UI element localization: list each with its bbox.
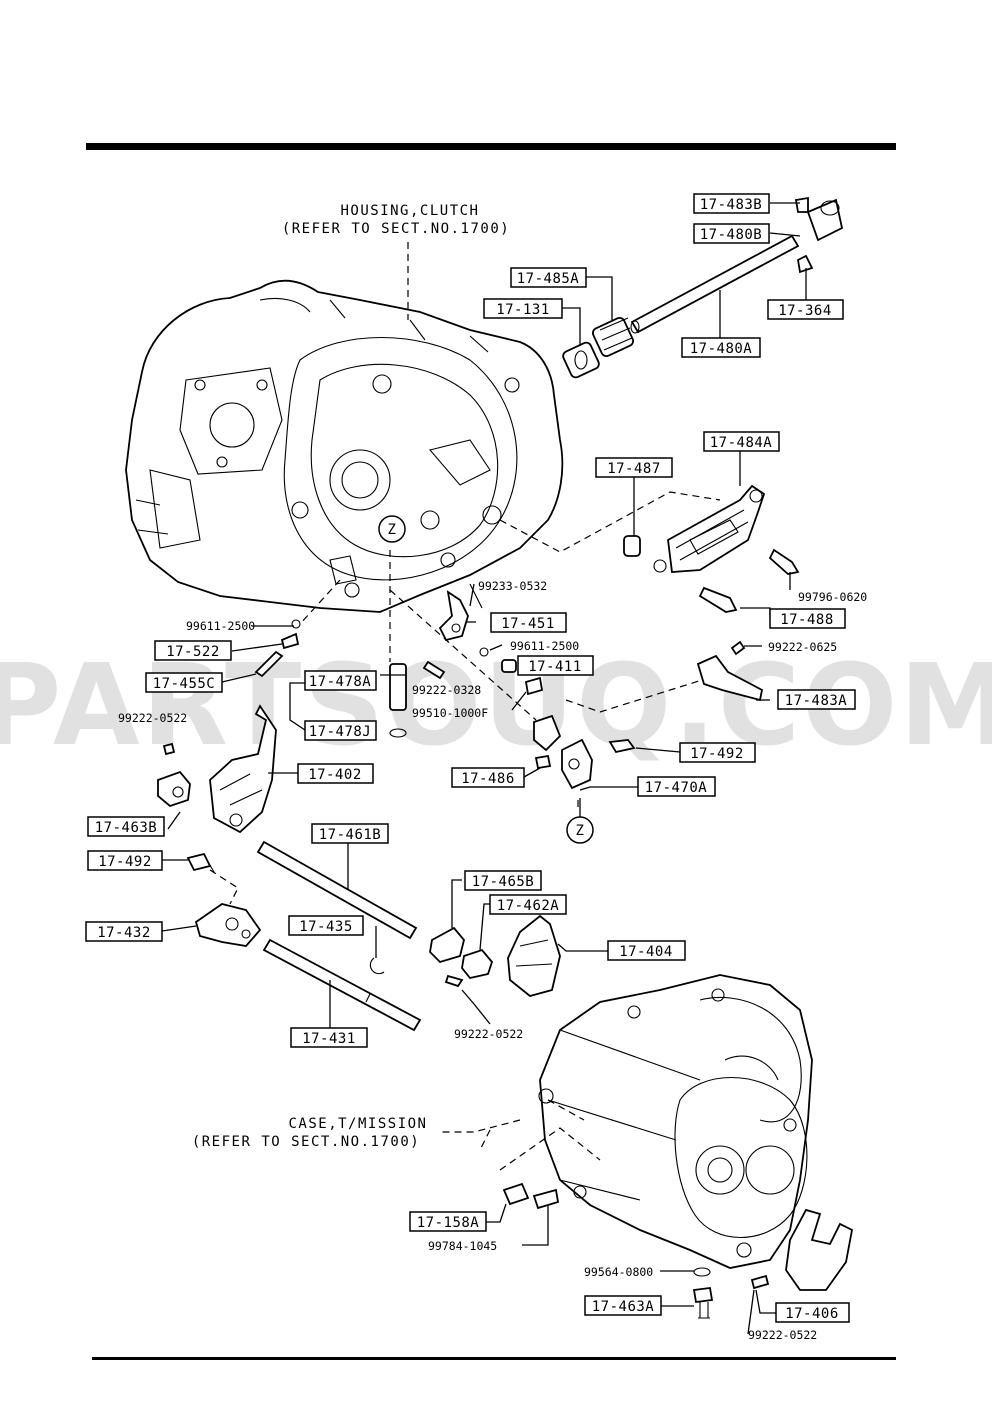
svg-text:17-492: 17-492 bbox=[690, 746, 744, 762]
svg-text:17-484A: 17-484A bbox=[710, 435, 773, 451]
shift-forks-drawing bbox=[157, 704, 854, 1319]
part-label-17-451[interactable]: 17-451 bbox=[490, 612, 567, 633]
part-label-17-465B[interactable]: 17-465B bbox=[464, 870, 542, 891]
part-label-17-470A[interactable]: 17-470A bbox=[637, 776, 716, 797]
part-label-17-411[interactable]: 17-411 bbox=[517, 655, 594, 676]
part-label-17-478J[interactable]: 17-478J bbox=[304, 720, 377, 741]
top-rule bbox=[86, 143, 896, 150]
alignment-lines bbox=[209, 242, 721, 1171]
svg-text:17-406: 17-406 bbox=[785, 1306, 839, 1322]
part-label-17-483B[interactable]: 17-483B bbox=[693, 193, 770, 214]
svg-text:17-486: 17-486 bbox=[461, 771, 515, 787]
svg-text:Z: Z bbox=[388, 522, 397, 538]
reference-marker-upper: Z bbox=[378, 515, 406, 543]
part-label-17-522[interactable]: 17-522 bbox=[154, 640, 232, 661]
svg-text:17-431: 17-431 bbox=[302, 1031, 356, 1047]
svg-text:17-463A: 17-463A bbox=[592, 1299, 655, 1315]
case-transmission-caption: CASE,T/MISSION (REFER TO SECT.NO.1700) bbox=[192, 1116, 427, 1150]
svg-text:17-465B: 17-465B bbox=[472, 874, 535, 890]
svg-text:17-488: 17-488 bbox=[780, 612, 834, 628]
hardware-label-99233-0532[interactable]: 99233-0532 bbox=[478, 579, 547, 593]
svg-text:17-451: 17-451 bbox=[501, 616, 555, 632]
housing-caption-line2: (REFER TO SECT.NO.1700) bbox=[282, 221, 510, 237]
hardware-label-99611-2500-left[interactable]: 99611-2500 bbox=[186, 619, 255, 633]
part-label-17-404[interactable]: 17-404 bbox=[607, 940, 686, 961]
svg-text:17-522: 17-522 bbox=[166, 644, 220, 660]
interlock-plate-drawing bbox=[623, 484, 800, 613]
part-label-17-486[interactable]: 17-486 bbox=[451, 767, 525, 788]
svg-text:17-463B: 17-463B bbox=[95, 820, 158, 836]
part-label-17-406[interactable]: 17-406 bbox=[775, 1302, 850, 1323]
hardware-label-99222-0625[interactable]: 99222-0625 bbox=[768, 640, 837, 654]
svg-text:Z: Z bbox=[576, 823, 585, 839]
svg-text:17-435: 17-435 bbox=[299, 919, 353, 935]
small-parts-drawing bbox=[254, 583, 764, 790]
svg-text:17-483B: 17-483B bbox=[700, 197, 763, 213]
part-label-17-485A[interactable]: 17-485A bbox=[510, 267, 587, 288]
part-label-17-478A[interactable]: 17-478A bbox=[304, 670, 377, 691]
svg-text:17-461B: 17-461B bbox=[319, 827, 382, 843]
transmission-case-drawing bbox=[538, 974, 813, 1269]
housing-clutch-caption: HOUSING,CLUTCH (REFER TO SECT.NO.1700) bbox=[282, 203, 510, 237]
part-label-17-492-right[interactable]: 17-492 bbox=[679, 742, 756, 763]
part-label-17-131[interactable]: 17-131 bbox=[483, 298, 563, 319]
case-caption-line1: CASE,T/MISSION bbox=[288, 1116, 427, 1132]
part-label-17-158A[interactable]: 17-158A bbox=[409, 1211, 487, 1232]
part-label-17-432[interactable]: 17-432 bbox=[85, 921, 163, 942]
svg-text:17-402: 17-402 bbox=[308, 767, 362, 783]
clutch-housing-drawing bbox=[125, 279, 564, 613]
svg-text:17-411: 17-411 bbox=[528, 659, 582, 675]
svg-text:17-485A: 17-485A bbox=[517, 271, 580, 287]
hardware-label-99564-0800[interactable]: 99564-0800 bbox=[584, 1265, 653, 1279]
hardware-label-99510-1000F[interactable]: 99510-1000F bbox=[412, 706, 488, 720]
hardware-label-99611-2500-right[interactable]: 99611-2500 bbox=[510, 639, 579, 653]
svg-text:17-492: 17-492 bbox=[98, 854, 152, 870]
part-label-17-431[interactable]: 17-431 bbox=[290, 1027, 368, 1048]
part-label-17-480B[interactable]: 17-480B bbox=[693, 223, 770, 244]
svg-text:17-478A: 17-478A bbox=[309, 674, 372, 690]
leader-lines bbox=[161, 202, 807, 1335]
hardware-label-99784-1045[interactable]: 99784-1045 bbox=[428, 1239, 497, 1253]
hardware-label-99222-0522-bottom[interactable]: 99222-0522 bbox=[748, 1328, 817, 1342]
part-label-17-463A[interactable]: 17-463A bbox=[584, 1295, 662, 1316]
svg-text:17-131: 17-131 bbox=[496, 302, 550, 318]
part-label-17-480A[interactable]: 17-480A bbox=[681, 337, 761, 358]
hardware-label-99222-0522-center[interactable]: 99222-0522 bbox=[454, 1027, 523, 1041]
part-label-17-435[interactable]: 17-435 bbox=[288, 915, 364, 936]
svg-text:17-432: 17-432 bbox=[97, 925, 151, 941]
hardware-label-99796-0620[interactable]: 99796-0620 bbox=[798, 590, 867, 604]
svg-text:17-158A: 17-158A bbox=[417, 1215, 480, 1231]
svg-text:17-462A: 17-462A bbox=[497, 898, 560, 914]
case-caption-line2: (REFER TO SECT.NO.1700) bbox=[192, 1134, 420, 1150]
hardware-label-99222-0328[interactable]: 99222-0328 bbox=[412, 683, 481, 697]
shift-rod-drawing bbox=[562, 196, 844, 379]
svg-text:17-364: 17-364 bbox=[778, 303, 832, 319]
part-label-17-487[interactable]: 17-487 bbox=[595, 457, 673, 478]
bottom-rule bbox=[92, 1357, 896, 1360]
svg-text:17-480B: 17-480B bbox=[700, 227, 763, 243]
svg-text:17-480A: 17-480A bbox=[690, 341, 753, 357]
part-label-17-461B[interactable]: 17-461B bbox=[311, 823, 389, 844]
hardware-label-99222-0522-left[interactable]: 99222-0522 bbox=[118, 711, 187, 725]
svg-text:17-455C: 17-455C bbox=[153, 676, 216, 692]
part-label-17-463B[interactable]: 17-463B bbox=[87, 816, 165, 837]
part-label-17-462A[interactable]: 17-462A bbox=[489, 894, 567, 915]
part-label-17-455C[interactable]: 17-455C bbox=[145, 672, 223, 693]
svg-text:17-483A: 17-483A bbox=[785, 693, 848, 709]
housing-caption-line1: HOUSING,CLUTCH bbox=[340, 203, 479, 219]
svg-text:17-478J: 17-478J bbox=[309, 724, 372, 740]
part-label-17-488[interactable]: 17-488 bbox=[769, 608, 846, 629]
part-label-17-492-left[interactable]: 17-492 bbox=[87, 850, 163, 871]
part-label-17-364[interactable]: 17-364 bbox=[767, 299, 844, 320]
svg-text:17-404: 17-404 bbox=[619, 944, 673, 960]
part-label-17-484A[interactable]: 17-484A bbox=[703, 431, 780, 452]
part-label-17-483A[interactable]: 17-483A bbox=[777, 689, 856, 710]
svg-text:17-487: 17-487 bbox=[607, 461, 661, 477]
part-label-17-402[interactable]: 17-402 bbox=[297, 763, 374, 784]
svg-text:17-470A: 17-470A bbox=[645, 780, 708, 796]
reference-marker-lower: Z bbox=[566, 816, 594, 844]
